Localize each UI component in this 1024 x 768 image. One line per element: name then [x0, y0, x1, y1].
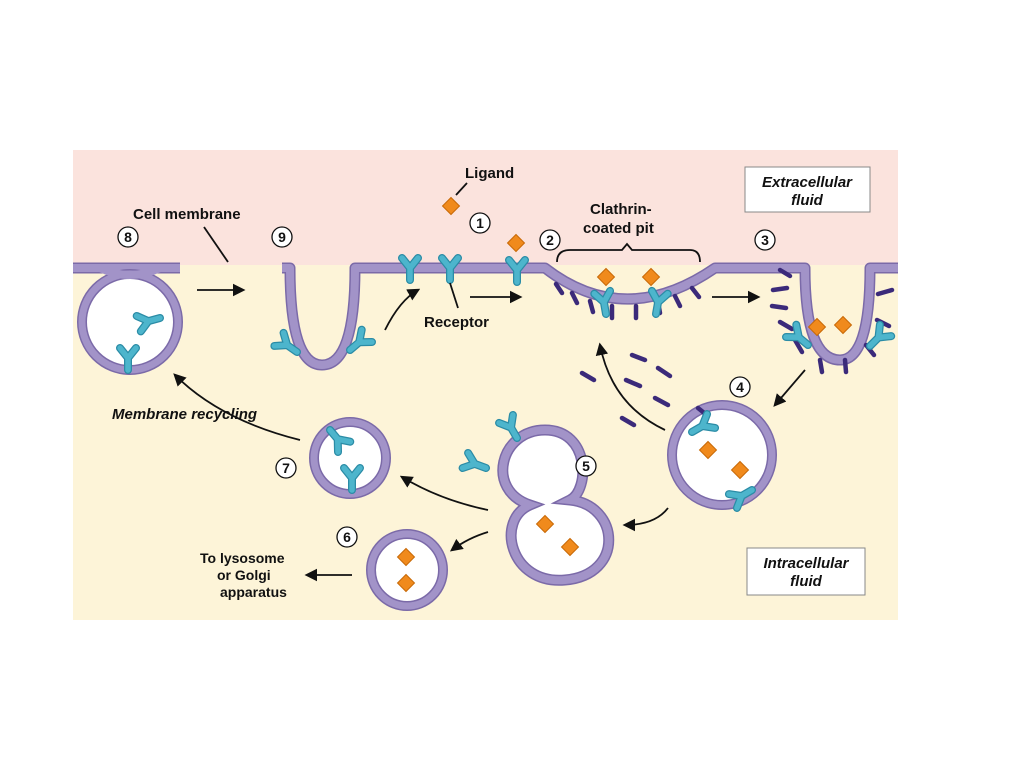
step-6: 6 [343, 529, 351, 545]
lysosome-label-line3: apparatus [220, 584, 287, 600]
step-5: 5 [582, 458, 590, 474]
step-markers: 1 2 3 4 5 6 7 8 9 [117, 212, 776, 548]
membrane-recycling-label: Membrane recycling [112, 406, 257, 423]
clathrin-label-line2: coated pit [583, 220, 654, 237]
lysosome-label-line2: or Golgi [217, 567, 271, 583]
step-9: 9 [278, 229, 286, 245]
clathrin-pit-bracket [556, 242, 701, 263]
intracellular-label-line1: Intracellular [763, 555, 849, 572]
cell-membrane-label: Cell membrane [133, 206, 241, 223]
extracellular-label-box [744, 166, 871, 213]
extracellular-label-line1: Extracellular [762, 174, 853, 191]
step-1: 1 [476, 215, 484, 231]
extracellular-label-line2: fluid [791, 192, 823, 209]
lysosome-label-line1: To lysosome [200, 550, 285, 566]
ligand-label: Ligand [465, 165, 514, 182]
receptor-label: Receptor [424, 314, 489, 331]
step-4: 4 [736, 379, 744, 395]
step-8: 8 [124, 229, 132, 245]
clathrin-coat-pit-3 [769, 267, 895, 375]
pathway-arrows [173, 182, 806, 582]
step-7: 7 [282, 460, 290, 476]
step-2: 2 [546, 232, 554, 248]
intracellular-label-box [746, 547, 866, 596]
clathrin-label-line1: Clathrin- [590, 201, 652, 218]
step-3: 3 [761, 232, 769, 248]
intracellular-label-line2: fluid [790, 573, 822, 590]
